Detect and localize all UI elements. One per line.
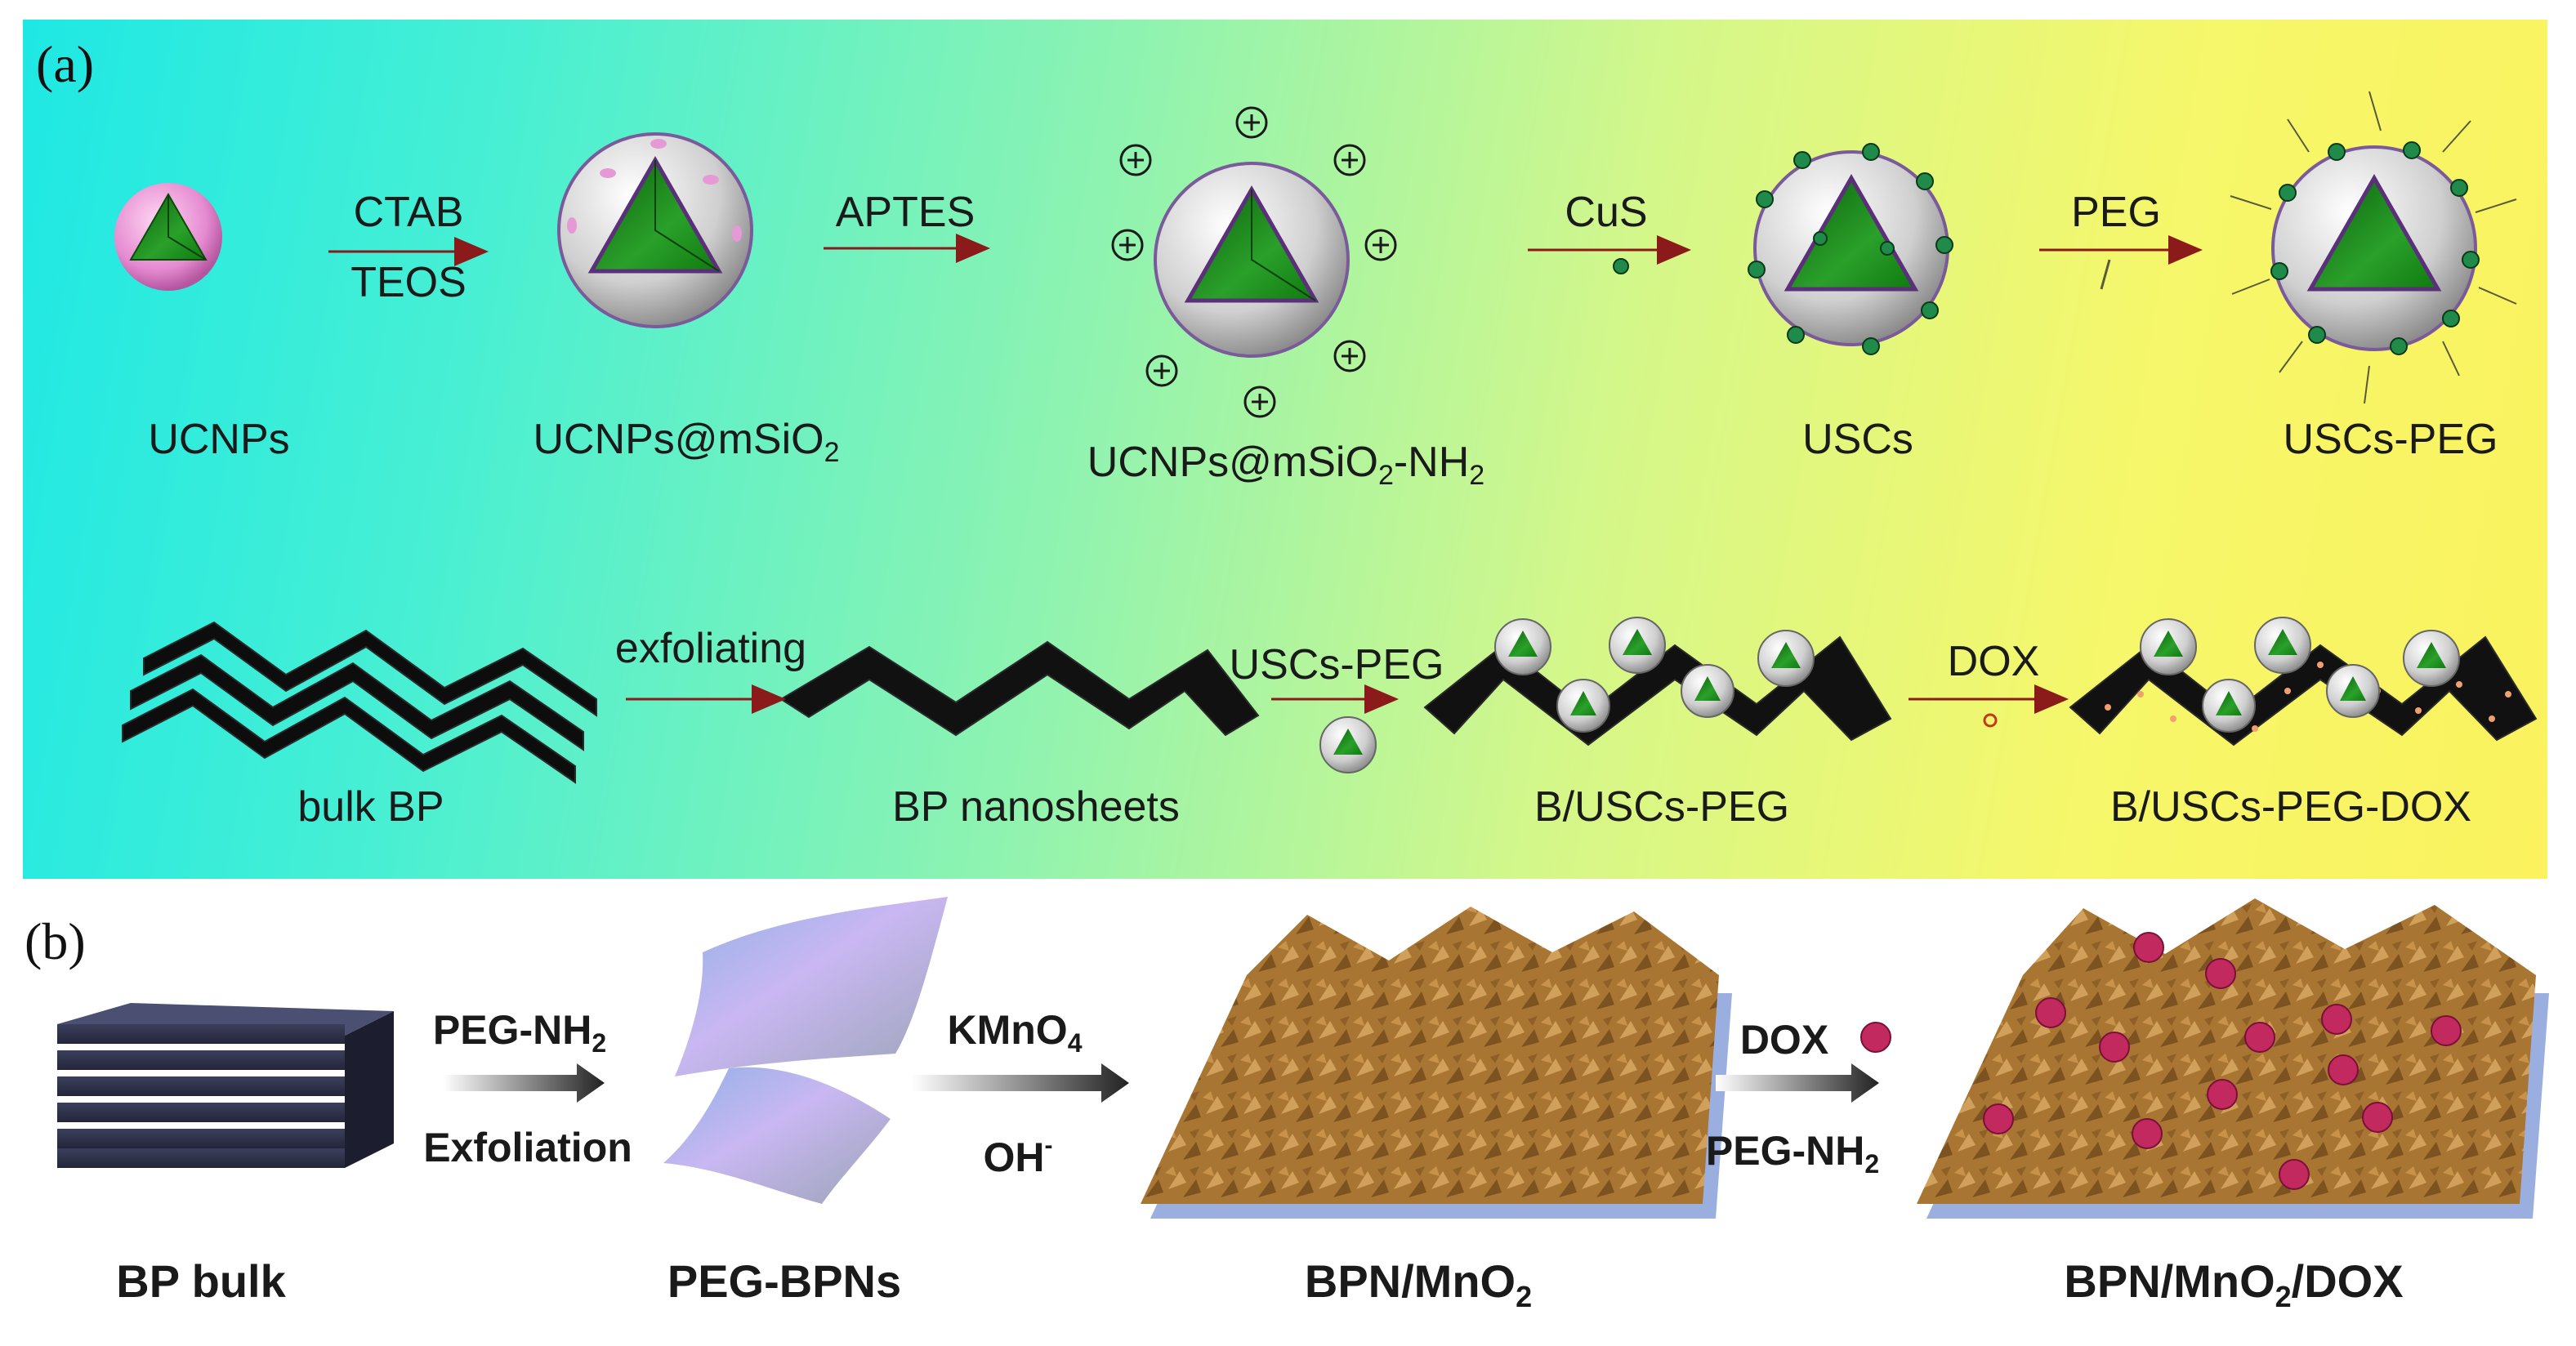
arrow-peg-nh2-b-label: PEG-NH2 <box>1705 1128 1880 1179</box>
bpn-mno2-sheet <box>1141 907 1732 1219</box>
arrow-dox-b-label: DOX <box>1739 1017 1829 1063</box>
bp-bulk-slabs <box>57 1003 394 1168</box>
arrow-aptes-label: APTES <box>835 189 975 236</box>
arrow-peg-nh2-label: PEG-NH2 <box>432 1007 607 1058</box>
stage-peg-bpns-label: PEG-BPNs <box>667 1255 902 1307</box>
dox-ball-icon <box>1860 1022 1891 1053</box>
stage-uscs-label: USCs <box>1802 416 1913 463</box>
uscs-peg-particle <box>2230 91 2517 404</box>
arrow-ctab-label: CTAB <box>353 189 464 236</box>
panel-b-label: (b) <box>25 912 86 970</box>
stage-b-uscs-peg-label: B/USCs-PEG <box>1534 783 1790 831</box>
arrow-oh-label: OH- <box>983 1132 1053 1180</box>
stage-bp-nanosheets-label: BP nanosheets <box>892 783 1180 831</box>
arrow-peg-label: PEG <box>2071 189 2161 236</box>
stage-uscs-peg-label: USCs-PEG <box>2283 416 2498 463</box>
arrow-uscs-peg-label: USCs-PEG <box>1229 641 1444 689</box>
stage-bulk-bp-label: bulk BP <box>297 783 444 831</box>
arrow-teos-label: TEOS <box>350 259 467 306</box>
panel-a-background <box>23 20 2547 879</box>
cus-dot-icon <box>1613 258 1629 274</box>
arrow-dox-label: DOX <box>1947 638 2040 685</box>
stage-bpn-mno2-label: BPN/MnO2 <box>1304 1255 1533 1313</box>
arrow-exfoliation-label: Exfoliation <box>423 1125 632 1170</box>
ucnps-msio2-particle <box>557 132 753 328</box>
b-uscs-peg-dox-composite <box>2069 617 2538 747</box>
uscs-particle <box>1748 143 1953 355</box>
stage-ucnps-label: UCNPs <box>148 416 290 463</box>
stage-bpn-mno2-dox-label: BPN/MnO2/DOX <box>2064 1255 2404 1313</box>
panel-b-arrows <box>443 1063 1879 1103</box>
arrow-exfoliating-label: exfoliating <box>614 625 807 672</box>
panel-a-label: (a) <box>36 35 95 93</box>
bpn-mno2-dox-sheet <box>1917 898 2549 1219</box>
peg-bpns-sheets <box>663 897 948 1204</box>
stage-ucnps-msio2-label: UCNPs@mSiO2 <box>533 416 840 468</box>
ucnps-msio2-nh2-particle <box>1111 106 1397 418</box>
arrow-kmno4-label: KMnO4 <box>947 1007 1083 1058</box>
peg-strand-icon <box>2100 259 2111 290</box>
bulk-bp-sheets <box>122 621 597 784</box>
stage-b-uscs-peg-dox-label: B/USCs-PEG-DOX <box>2109 783 2472 831</box>
row1-arrows <box>328 234 2203 266</box>
stage-bp-bulk-label: BP bulk <box>116 1255 286 1307</box>
b-uscs-peg-composite <box>1423 617 1892 747</box>
uscs-peg-small-icon <box>1319 716 1377 773</box>
stage-ucnps-msio2-nh2-label: UCNPs@mSiO2-NH2 <box>1087 439 1485 491</box>
bp-nanosheet <box>779 640 1260 737</box>
arrow-cus-label: CuS <box>1565 189 1648 236</box>
ucnps-particle <box>114 183 222 291</box>
dox-small-dot-icon <box>1983 713 1998 728</box>
